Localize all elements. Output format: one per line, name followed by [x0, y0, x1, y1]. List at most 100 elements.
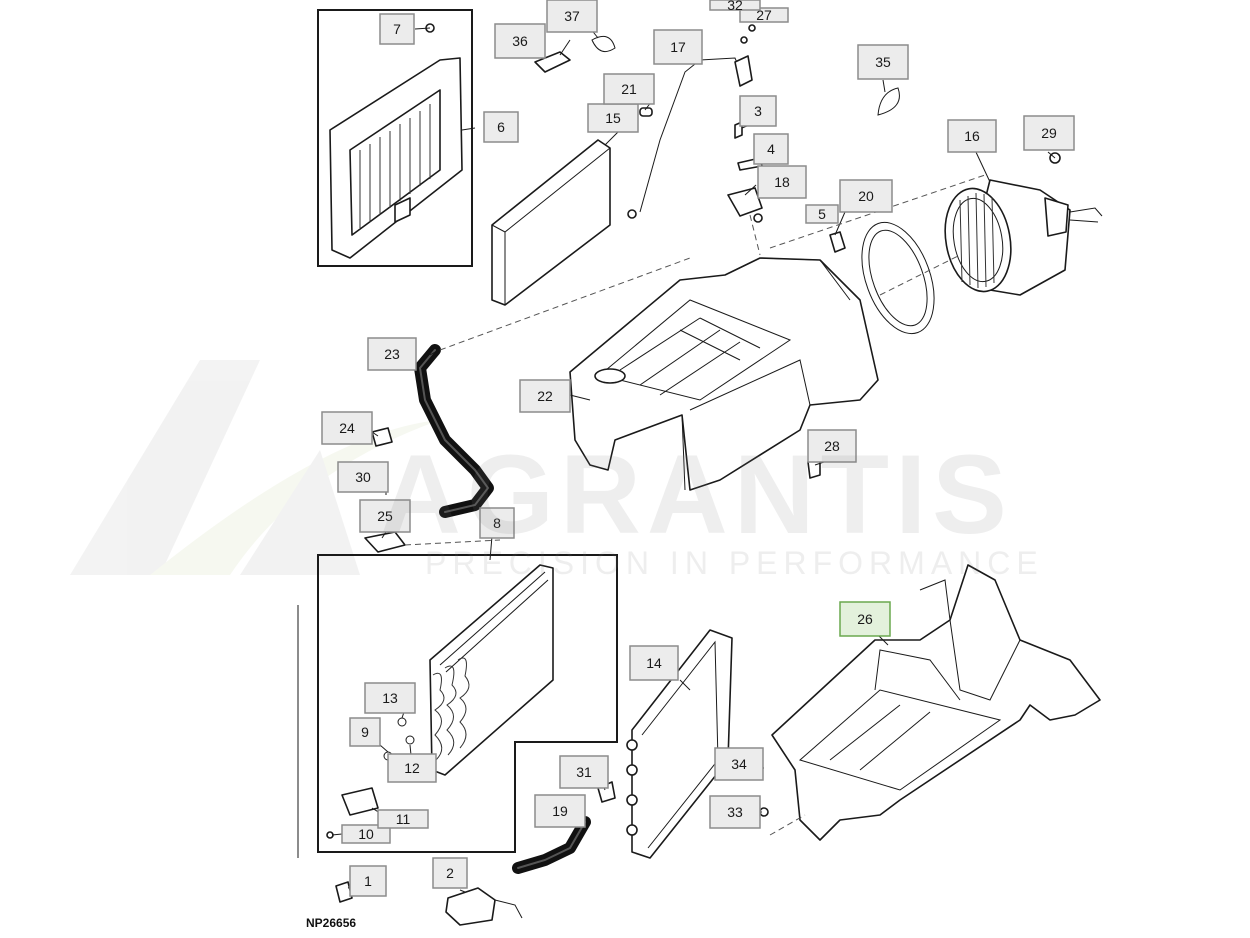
callout-34: 34 [714, 747, 764, 781]
callout-8: 8 [479, 507, 515, 539]
callout-11: 11 [377, 809, 429, 829]
svg-text:8: 8 [493, 515, 501, 531]
watermark-logo-icon [70, 360, 440, 575]
svg-text:28: 28 [824, 438, 840, 454]
watermark-brand: AGRANTIS [380, 432, 1013, 557]
svg-text:34: 34 [731, 756, 747, 772]
svg-text:9: 9 [361, 724, 369, 740]
svg-text:1: 1 [364, 873, 372, 889]
callout-6: 6 [483, 111, 519, 143]
svg-text:18: 18 [774, 174, 790, 190]
svg-text:4: 4 [767, 141, 775, 157]
callout-31: 31 [559, 755, 609, 789]
part-23-hose [414, 344, 494, 518]
svg-text:24: 24 [339, 420, 355, 436]
svg-text:17: 17 [670, 39, 686, 55]
svg-text:19: 19 [552, 803, 568, 819]
callout-22: 22 [519, 379, 571, 413]
watermark-tagline: PRECISION IN PERFORMANCE [425, 545, 1044, 581]
callout-12: 12 [387, 753, 437, 783]
part-13-oring [397, 717, 407, 727]
svg-text:6: 6 [497, 119, 505, 135]
callout-2: 2 [432, 857, 468, 889]
svg-text:16: 16 [964, 128, 980, 144]
svg-text:12: 12 [404, 760, 420, 776]
svg-text:22: 22 [537, 388, 553, 404]
svg-text:20: 20 [858, 188, 874, 204]
svg-text:14: 14 [646, 655, 662, 671]
callout-32: 32 [709, 0, 761, 13]
callout-1: 1 [349, 865, 387, 897]
part-24-grommet [371, 427, 393, 447]
svg-text:3: 3 [754, 103, 762, 119]
callout-35: 35 [857, 44, 909, 80]
part-16-blower [944, 179, 1103, 296]
callout-10: 10 [341, 824, 391, 844]
svg-text:33: 33 [727, 804, 743, 820]
svg-text:5: 5 [818, 206, 826, 222]
callout-13: 13 [364, 682, 416, 714]
svg-text:29: 29 [1041, 125, 1057, 141]
callout-26-highlighted: 26 [839, 601, 891, 637]
svg-text:32: 32 [727, 0, 743, 13]
part-5-clip [829, 231, 846, 253]
svg-text:11: 11 [396, 811, 411, 827]
callout-14: 14 [629, 645, 679, 681]
callout-21: 21 [603, 73, 655, 105]
callout-16: 16 [947, 119, 997, 153]
callout-18: 18 [757, 165, 807, 199]
callout-24: 24 [321, 411, 373, 445]
callout-33: 33 [709, 795, 761, 829]
callout-25: 25 [359, 499, 411, 533]
svg-text:7: 7 [393, 21, 401, 37]
svg-text:27: 27 [756, 7, 772, 23]
svg-text:31: 31 [576, 764, 592, 780]
svg-text:30: 30 [355, 469, 371, 485]
callout-3: 3 [739, 95, 777, 127]
part-26-lower-housing [771, 564, 1101, 841]
part-22-upper-housing [569, 257, 879, 491]
svg-text:36: 36 [512, 33, 528, 49]
part-8-evaporator [429, 564, 554, 776]
part-1-fitting [335, 881, 353, 903]
part-11-valve [341, 787, 379, 816]
svg-text:35: 35 [875, 54, 891, 70]
part-36-clip [534, 51, 571, 73]
part-37-ring [591, 35, 616, 53]
callout-9: 9 [349, 717, 381, 747]
callout-28: 28 [807, 429, 857, 463]
callout-30: 30 [337, 461, 389, 493]
callout-7: 7 [379, 13, 415, 45]
part-19-hose [512, 816, 591, 874]
callout-23: 23 [367, 337, 417, 371]
callout-17: 17 [653, 29, 703, 65]
part-6-panel [329, 57, 463, 259]
callouts: 1 2 3 4 5 6 7 8 9 10 11 12 13 14 15 16 1… [321, 0, 1075, 897]
svg-text:21: 21 [621, 81, 637, 97]
diagram-reference-code: NP26656 [306, 916, 357, 930]
callout-5: 5 [805, 204, 839, 224]
callout-4: 4 [753, 133, 789, 165]
callout-29: 29 [1023, 115, 1075, 151]
callout-36: 36 [494, 23, 546, 59]
part-20-gasket [861, 221, 935, 335]
part-35-tie [877, 87, 900, 116]
callout-15: 15 [587, 103, 639, 133]
part-2-valve [445, 887, 523, 926]
svg-text:13: 13 [382, 690, 398, 706]
svg-text:23: 23 [384, 346, 400, 362]
callout-19: 19 [534, 794, 586, 828]
callout-27: 27 [739, 7, 789, 23]
svg-text:25: 25 [377, 508, 393, 524]
part-12-oring [405, 735, 415, 745]
callout-37: 37 [546, 0, 598, 33]
part-15-filter [491, 139, 611, 306]
svg-text:10: 10 [358, 826, 374, 842]
inset-box-part-6 [317, 9, 473, 267]
svg-text:37: 37 [564, 8, 580, 24]
svg-text:26: 26 [857, 611, 873, 627]
part-14-heater-core [626, 629, 733, 859]
callout-20: 20 [839, 179, 893, 213]
inset-box-part-8 [317, 554, 618, 853]
